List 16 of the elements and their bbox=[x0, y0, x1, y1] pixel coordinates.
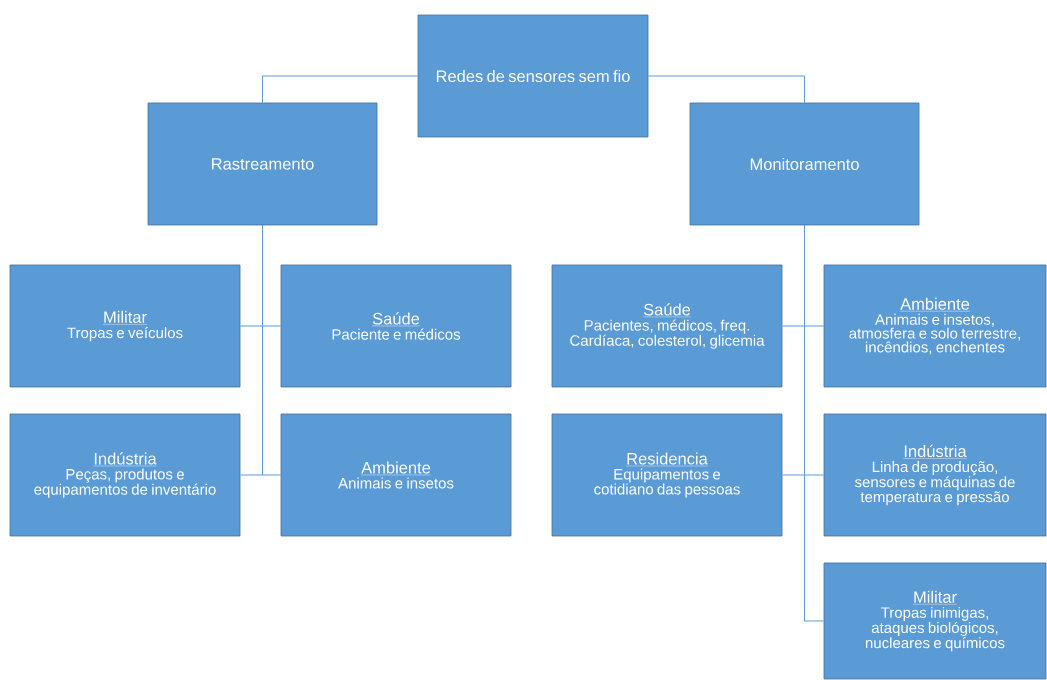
connector-line bbox=[647, 75, 805, 104]
category-box: Saúde Pacientes, médicos, freq. Cardíaca, colesterol, glicemia bbox=[551, 264, 783, 388]
category-box: Monitoramento bbox=[689, 102, 920, 226]
connector-line bbox=[262, 224, 282, 476]
category-box: Rastreamento bbox=[147, 102, 378, 226]
category-box: Indústria Linha de produção, sensores e máquinas de temperatura e pressão bbox=[823, 413, 1047, 537]
connector-line bbox=[262, 75, 419, 104]
category-box: Residencia Equipamentos e cotidiano das pessoas bbox=[551, 413, 783, 537]
category-box: Ambiente Animais e insetos, atmosfera e solo terrestre, incêndios, enchentes bbox=[823, 264, 1047, 388]
category-box: Militar Tropas inimigas, ataques biológicos, nucleares e químicos bbox=[823, 562, 1047, 680]
category-box: Saúde Paciente e médicos bbox=[280, 264, 512, 388]
category-box: Redes de sensores sem fio bbox=[417, 14, 649, 138]
category-box: Ambiente Animais e insetos bbox=[280, 413, 512, 537]
category-box: Militar Tropas e veículos bbox=[9, 264, 241, 388]
connector-line bbox=[804, 224, 825, 622]
category-box: Indústria Peças, produtos e equipamentos de inventário bbox=[9, 413, 241, 537]
